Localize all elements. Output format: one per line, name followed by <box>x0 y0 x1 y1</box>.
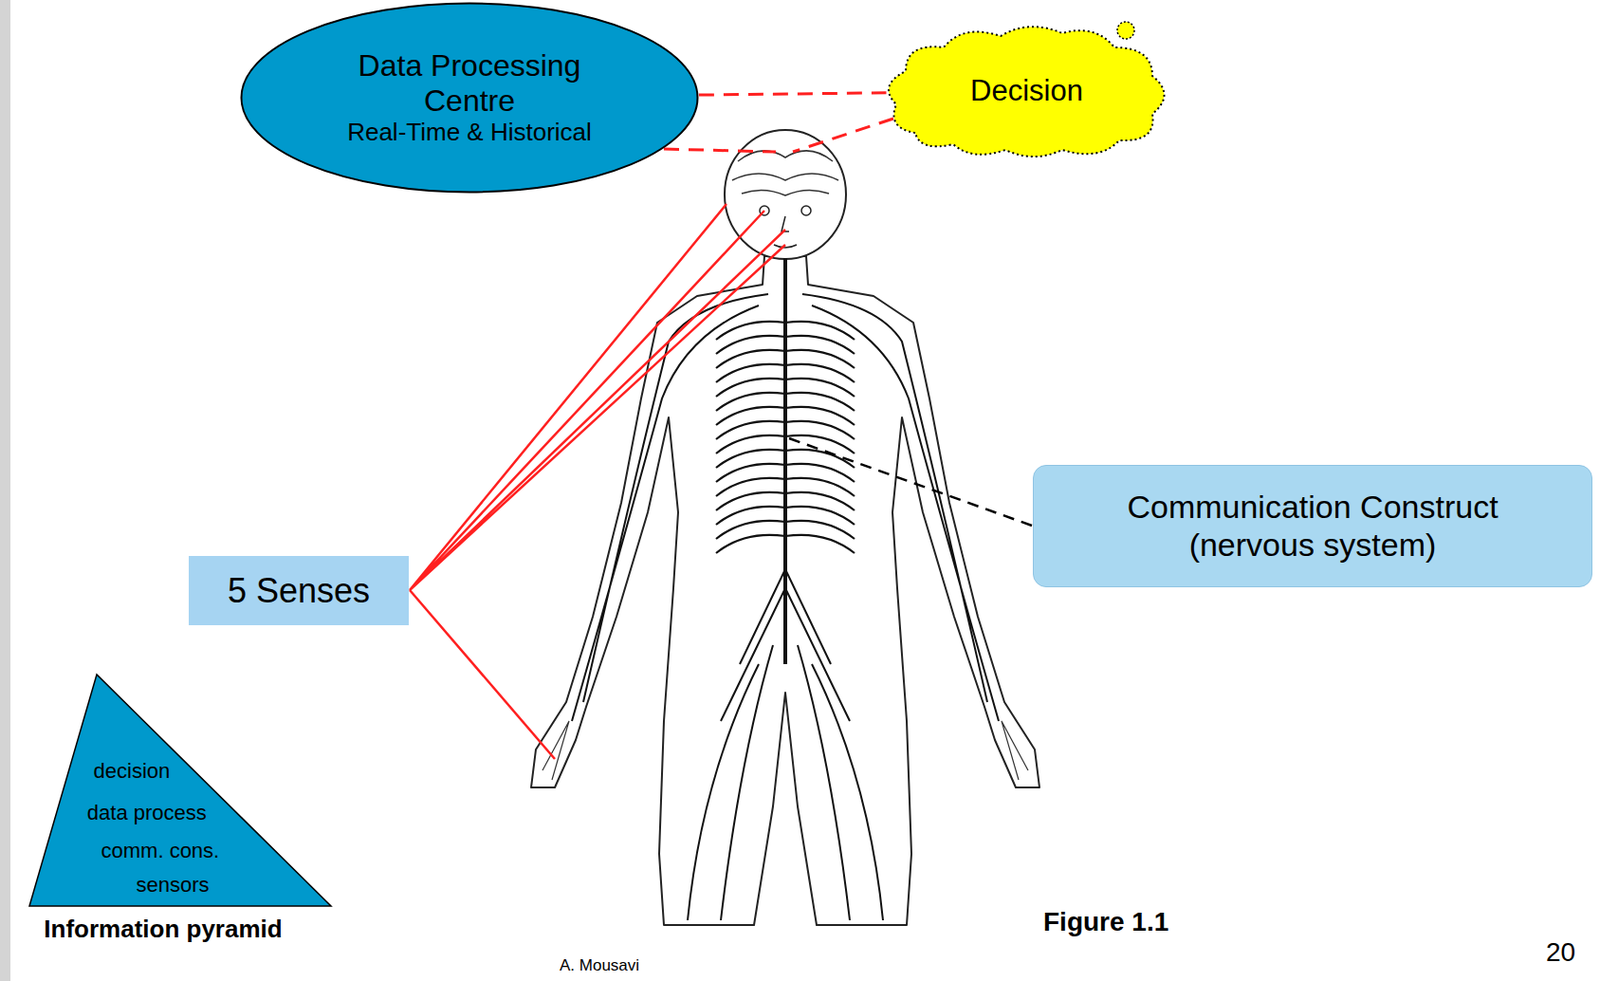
dashed-connector <box>698 92 887 95</box>
head-outline <box>724 129 846 259</box>
page-number-holder: 20 <box>1545 937 1576 968</box>
pyramid-text-holder: comm. cons. <box>101 838 221 863</box>
figure-caption-holder: Figure 1.1 <box>1043 906 1169 938</box>
node-subtitle: Real-Time & Historical <box>341 118 598 148</box>
node-text-group: Decision <box>970 73 1084 109</box>
author-credit-holder: A. Mousavi <box>559 956 640 975</box>
pyramid-heading: Information pyramid <box>43 915 282 944</box>
spinal-cord <box>783 257 788 664</box>
limb-nerves <box>571 294 999 920</box>
pyramid-text-holder: data process <box>87 800 207 825</box>
pyramid-text-holder: Information pyramid <box>43 915 282 944</box>
cloud-outline <box>888 26 1165 157</box>
senses-box: 5 Senses <box>188 555 409 626</box>
node-title: 5 Senses <box>227 570 370 610</box>
pyramid-text-holder: decision <box>93 758 171 783</box>
page-edge-strip <box>0 0 11 981</box>
node-text-group: Communication Construct (nervous system) <box>1089 488 1536 563</box>
information-pyramid: decision data process comm. cons. sensorsIn… <box>28 673 332 952</box>
body-outline <box>531 256 1040 925</box>
pyramid-level: sensors <box>136 872 210 897</box>
nervous-system-leader-line <box>789 438 1032 526</box>
author-credit: A. Mousavi <box>559 956 640 975</box>
communication-box: Communication Construct (nervous system) <box>1032 464 1593 588</box>
eye <box>801 205 811 216</box>
figure-caption: Figure 1.1 <box>1043 906 1169 938</box>
pyramid-outline <box>29 674 332 906</box>
head-leader-lines <box>663 118 894 152</box>
page-number: 20 <box>1545 937 1576 968</box>
node-text-group: 5 Senses <box>227 570 370 610</box>
node-text-group: Data Processing CentreReal-Time & Histor… <box>341 48 598 147</box>
pyramid-level: comm. cons. <box>101 838 221 863</box>
pyramid-text-holder: sensors <box>136 872 210 897</box>
rib-nerves <box>716 321 855 553</box>
node-title: Data Processing Centre <box>341 48 598 119</box>
brain-nerves <box>732 150 839 196</box>
decision-cloud: Decision <box>877 18 1177 164</box>
pyramid-level: data process <box>87 800 207 825</box>
face-features <box>773 216 797 248</box>
pyramid-level: decision <box>93 758 171 783</box>
cloud-swirl <box>1117 21 1135 39</box>
hand-nerves <box>542 720 1029 780</box>
senses-leader-lines <box>409 203 786 759</box>
data-processing-ellipse: Data Processing CentreReal-Time & Histor… <box>239 1 699 194</box>
node-title: Decision <box>970 73 1084 109</box>
node-title: Communication Construct (nervous system) <box>1089 488 1536 563</box>
ellipse-outline <box>241 3 699 193</box>
